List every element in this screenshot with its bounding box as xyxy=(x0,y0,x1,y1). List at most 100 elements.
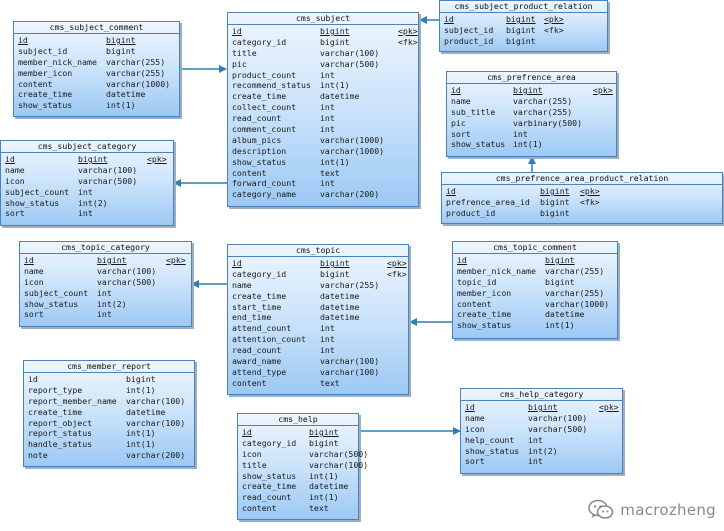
column-type: varchar(500) xyxy=(309,448,369,459)
column-type: int(2) xyxy=(78,197,108,208)
column-name: show_status xyxy=(18,100,73,111)
column-name: note xyxy=(28,450,48,461)
column-type: varchar(1000) xyxy=(106,78,171,89)
column-name: name xyxy=(5,164,25,175)
column-name: subject_id xyxy=(18,45,68,56)
column-type: int xyxy=(97,287,112,298)
column-name: read_count xyxy=(232,113,282,124)
column-name: handle_status xyxy=(28,439,93,450)
column-type: bigint xyxy=(320,268,350,279)
column-type: bigint xyxy=(97,255,127,265)
table-title: cms_topic_comment xyxy=(453,242,617,254)
column-name: read_count xyxy=(242,492,292,503)
table-title: cms_subject_comment xyxy=(14,22,179,34)
column-type: int xyxy=(320,102,335,113)
column-key: <fk> xyxy=(580,196,600,207)
table-title: cms_subject_product_relation xyxy=(440,1,607,13)
column-name: end_time xyxy=(232,312,272,323)
column-name: description xyxy=(232,145,287,156)
column-type: int xyxy=(513,128,528,139)
column-type: varchar(100) xyxy=(78,164,138,175)
column-type: int(2) xyxy=(97,298,127,309)
column-name: create_time xyxy=(28,406,83,417)
column-type: varchar(1000) xyxy=(320,134,385,145)
column-type: varchar(255) xyxy=(106,67,166,78)
column-type: datetime xyxy=(106,89,146,100)
column-type: varchar(255) xyxy=(513,95,573,106)
column-key: <pk> xyxy=(593,85,613,95)
column-type: varchar(500) xyxy=(78,175,138,186)
column-name: report_type xyxy=(28,384,83,395)
column-name: member_nick_name xyxy=(457,265,536,276)
column-type: int(1) xyxy=(309,470,339,481)
column-type: varchar(500) xyxy=(97,276,157,287)
column-key: <fk> xyxy=(398,36,418,47)
column-type: varchar(1000) xyxy=(320,145,385,156)
column-type: varchar(255) xyxy=(545,287,605,298)
column-type: int xyxy=(320,334,335,345)
column-name: content xyxy=(232,167,267,178)
column-type: text xyxy=(320,167,340,178)
column-name: icon xyxy=(5,175,25,186)
column-name: prefrence_area_id xyxy=(446,196,530,207)
column-type: varchar(500) xyxy=(528,423,588,434)
column-name: member_icon xyxy=(457,287,512,298)
column-type: int xyxy=(528,434,543,445)
column-type: int(1) xyxy=(545,320,575,331)
column-type: datetime xyxy=(320,312,360,323)
column-type: varchar(255) xyxy=(320,279,380,290)
column-type: int(1) xyxy=(126,384,156,395)
column-type: text xyxy=(309,503,329,514)
column-name: create_time xyxy=(457,309,512,320)
column-name: title xyxy=(232,47,257,58)
column-name: show_status xyxy=(457,320,512,331)
column-name: start_time xyxy=(232,301,282,312)
table-title: cms_prefrence_area_product_relation xyxy=(442,173,722,185)
column-name: read_count xyxy=(232,345,282,356)
column-type: int(1) xyxy=(309,492,339,503)
column-name: category_id xyxy=(232,36,287,47)
column-name: member_nick_name xyxy=(18,56,97,67)
column-type: bigint xyxy=(320,36,350,47)
column-name: sort xyxy=(5,208,25,219)
table-title: cms_topic xyxy=(228,245,408,257)
column-type: int xyxy=(320,323,335,334)
column-type: varchar(200) xyxy=(126,450,186,461)
column-name: content xyxy=(457,298,492,309)
